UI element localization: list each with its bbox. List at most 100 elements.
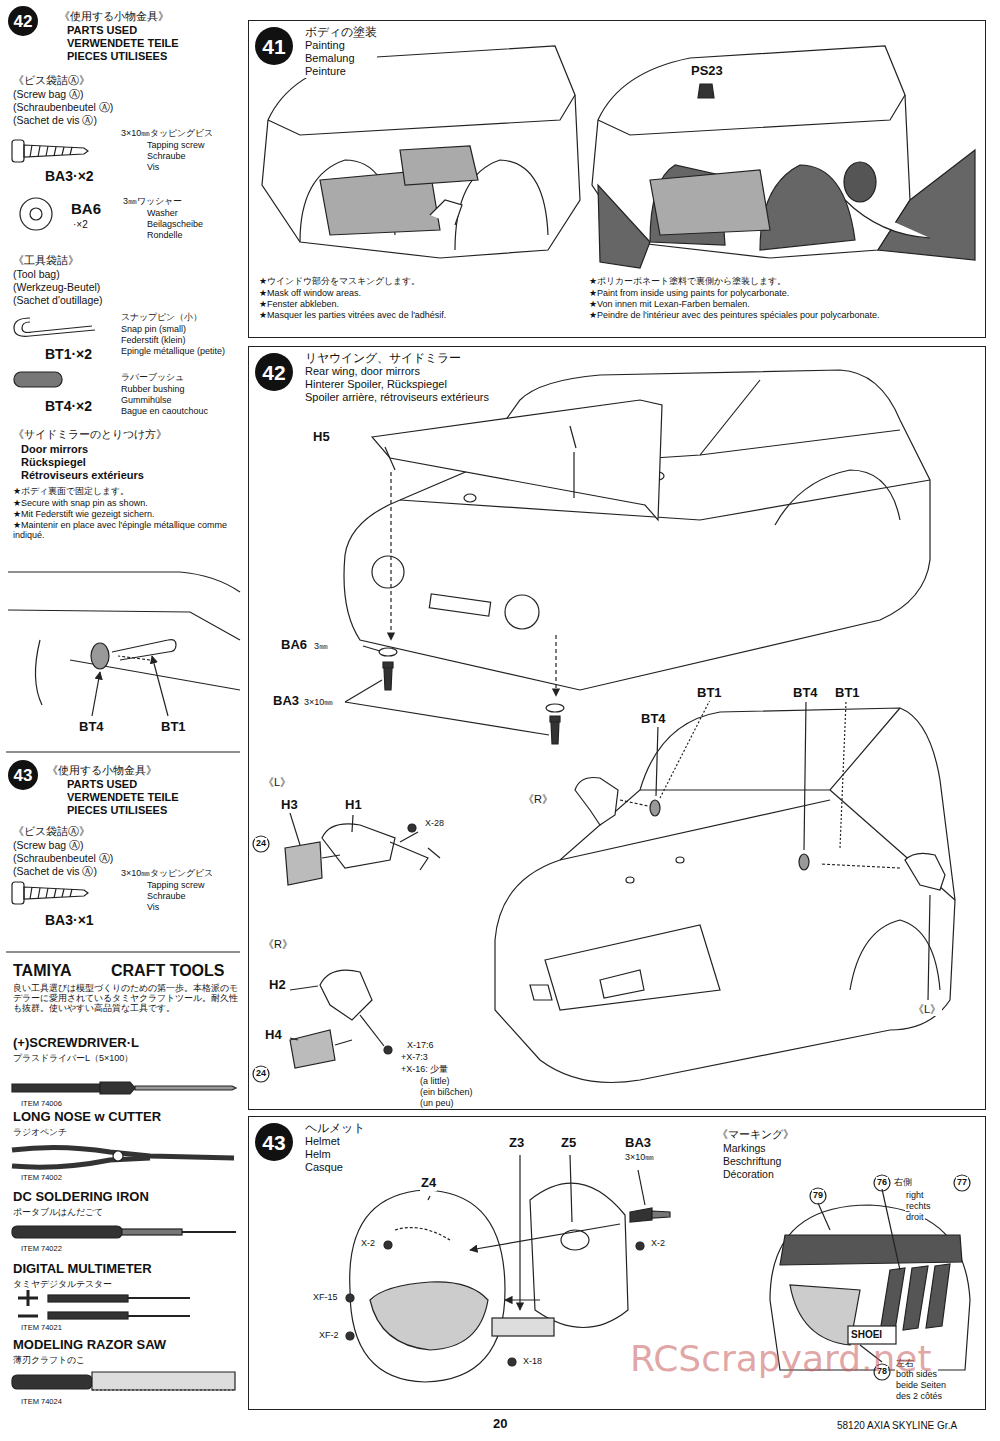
part-code: Rückspiegel <box>20 456 87 469</box>
part-code: BA6 <box>280 638 308 653</box>
part-code: 77 <box>956 1177 968 1187</box>
label-text: 3㎜ワッシャー <box>122 196 183 206</box>
label-text: right <box>905 1190 925 1200</box>
panel-heading-text: ヘルメット <box>305 1122 365 1135</box>
screw-icon <box>12 882 88 904</box>
label-text: Markings <box>722 1142 767 1154</box>
part-code: Rétroviseurs extérieurs <box>20 469 145 482</box>
part-code: 76 <box>876 1177 888 1187</box>
panel-heading-text: Helmet <box>305 1135 365 1148</box>
part-code: Door mirrors <box>20 443 89 456</box>
label-text: 《使用する小物金具》 <box>46 764 158 776</box>
label-text: 3㎜ <box>313 641 329 651</box>
label-text: (Werkzeug-Beutel) <box>12 281 101 293</box>
panel-heading-text: Hinterer Spoiler, Rückspiegel <box>305 378 489 391</box>
label-text: ポータブルはんだごて <box>12 1207 104 1217</box>
part-code: Z3 <box>508 1136 525 1151</box>
label-text: (un peu) <box>419 1098 455 1108</box>
label-text: Vis <box>146 902 160 912</box>
helmet-assembly <box>346 1155 670 1382</box>
label-text: Snap pin (small) <box>120 324 187 334</box>
step-number-text: 43 <box>14 767 33 784</box>
label-text: ·×2 <box>72 219 89 231</box>
label-text: +X-7:3 <box>400 1052 429 1062</box>
part-code: PARTS USED <box>66 778 138 791</box>
callout-circle <box>874 1175 890 1191</box>
label-text: 《マーキング》 <box>716 1128 795 1140</box>
step-number-text: 42 <box>262 362 285 383</box>
part-code: H2 <box>268 978 287 993</box>
part-code: CRAFT TOOLS <box>110 962 225 980</box>
mirror-parts-right <box>290 848 440 1068</box>
label-text: 《L》 <box>262 776 292 789</box>
label-text: ★ポリカーボネート塗料で裏側から塗装します。 <box>588 276 787 286</box>
step-number-text: 42 <box>14 13 33 30</box>
panel-heading-text: Casque <box>305 1161 365 1174</box>
label-text: (Sachet de vis Ⓐ) <box>12 114 98 126</box>
watermark: RCScrapyard.net <box>630 1338 932 1379</box>
panel-heading: ボディの塗装PaintingBemalungPeinture <box>305 26 377 78</box>
label-text: Gummihülse <box>120 395 173 405</box>
part-code: BT1·×2 <box>44 346 93 362</box>
label-text: X-2 <box>650 1238 666 1248</box>
bushing-icon <box>14 372 62 387</box>
label-text: ★Mask off window areas. <box>258 288 362 298</box>
part-code: PS23 <box>690 64 724 79</box>
part-code: 24 <box>255 838 267 848</box>
label-text: 《工具袋詰》 <box>12 254 80 266</box>
label-text: 薄刃クラフトのこ <box>12 1355 86 1365</box>
screwdriver-icon <box>12 1082 236 1094</box>
part-code: H4 <box>264 1028 283 1043</box>
panel-heading-text: Painting <box>305 39 377 52</box>
label-text: 3×10㎜ <box>303 697 334 707</box>
part-code: BT4 <box>640 712 667 727</box>
panel-heading: ヘルメットHelmetHelmCasque <box>305 1122 365 1174</box>
label-text: ★Peindre de l'intérieur avec des peintur… <box>588 310 880 320</box>
part-code: BA3·×2 <box>44 168 95 184</box>
label-text: (ein bißchen) <box>419 1087 474 1097</box>
label-text: X-2 <box>360 1238 376 1248</box>
callout-circle <box>810 1188 826 1204</box>
label-text: ★Maintenir en place avec l'épingle métal… <box>12 520 236 541</box>
label-text: (Sachet de vis Ⓐ) <box>12 865 98 877</box>
body-shell-painting <box>592 46 975 268</box>
label-text: (a little) <box>419 1076 451 1086</box>
label-text: 3×10㎜タッピングビス <box>120 868 214 878</box>
callout-circle <box>954 1175 970 1191</box>
label-text: XF-2 <box>318 1330 340 1340</box>
panel-heading-text: Peinture <box>305 65 377 78</box>
part-code: 24 <box>255 1068 267 1078</box>
part-code: BA6 <box>70 200 102 217</box>
part-code: H5 <box>312 430 331 445</box>
label-text: (Sachet d'outillage) <box>12 294 104 306</box>
step-number-text: 41 <box>262 36 285 57</box>
step-panel: リヤウイング、サイドミラーRear wing, door mirrorsHint… <box>248 346 986 1110</box>
label-text: 良い工具選びは模型づくりのための第一歩。本格派のモデラーに愛用されているタミヤク… <box>12 984 240 1013</box>
part-code: LONG NOSE w CUTTER <box>12 1110 162 1125</box>
label-text: ★ウインドウ部分をマスキングします。 <box>258 276 421 286</box>
part-code: DIGITAL MULTIMETER <box>12 1262 153 1277</box>
callout-circle <box>253 836 269 852</box>
panel-heading-text: リヤウイング、サイドミラー <box>305 352 489 365</box>
label-text: Beilagscheibe <box>146 219 204 229</box>
label-text: Décoration <box>722 1168 775 1180</box>
label-text: droit <box>905 1212 925 1222</box>
part-code: H3 <box>280 798 299 813</box>
part-code: BT1 <box>160 720 187 735</box>
part-code: MODELING RAZOR SAW <box>12 1338 167 1353</box>
label-text: 3×10㎜ <box>624 1152 655 1162</box>
multimeter-probes-icon <box>18 1290 190 1319</box>
panel-heading-text: Bemalung <box>305 52 377 65</box>
part-code: BA3 <box>624 1136 652 1151</box>
part-code: BA3 <box>272 694 300 709</box>
label-text: (Schraubenbeutel Ⓐ) <box>12 101 114 113</box>
pliers-icon <box>12 1147 234 1167</box>
car-body-front <box>495 708 955 1083</box>
part-code: VERWENDETE TEILE <box>66 791 180 804</box>
label-text: ITEM 74006 <box>20 1100 63 1109</box>
part-code: BT4 <box>78 720 105 735</box>
label-text: ★Paint from inside using paints for poly… <box>588 288 790 298</box>
part-code: TAMIYA <box>12 962 73 980</box>
label-text: rechts <box>905 1201 932 1211</box>
